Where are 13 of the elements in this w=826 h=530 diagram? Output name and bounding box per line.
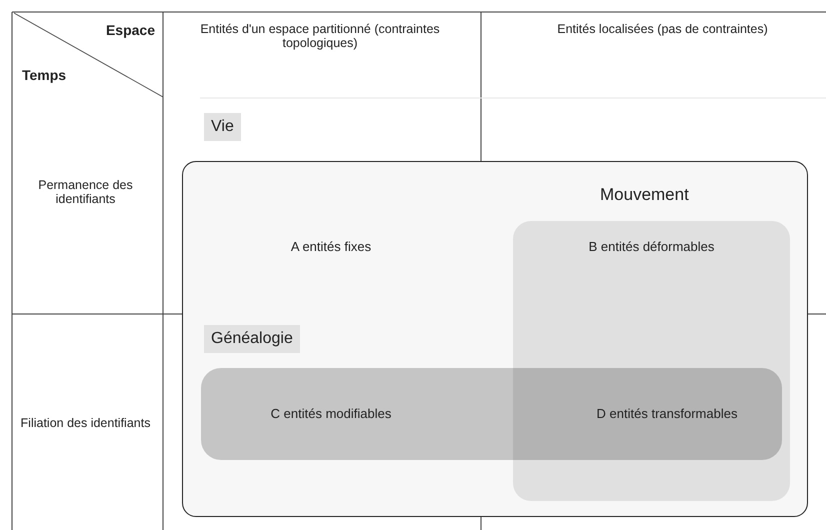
- column-header: Entités localisées (pas de contraintes): [556, 22, 769, 36]
- group-heading: Généalogie: [204, 325, 300, 353]
- group-heading: Vie: [204, 113, 241, 141]
- header-label: Temps: [22, 67, 68, 84]
- row-header: Permanence des identifiants: [37, 178, 134, 207]
- row-header: Filiation des identifiants: [20, 416, 152, 430]
- category-label: D entités transformables: [596, 407, 738, 422]
- group-heading: Mouvement: [599, 184, 690, 206]
- category-label: C entités modifiables: [270, 407, 392, 422]
- header-label: Espace: [104, 22, 155, 38]
- column-header: Entités d'un espace partitionné (contraintes topologiques): [199, 22, 441, 51]
- category-label: A entités fixes: [290, 240, 372, 255]
- category-label: B entités déformables: [588, 240, 716, 255]
